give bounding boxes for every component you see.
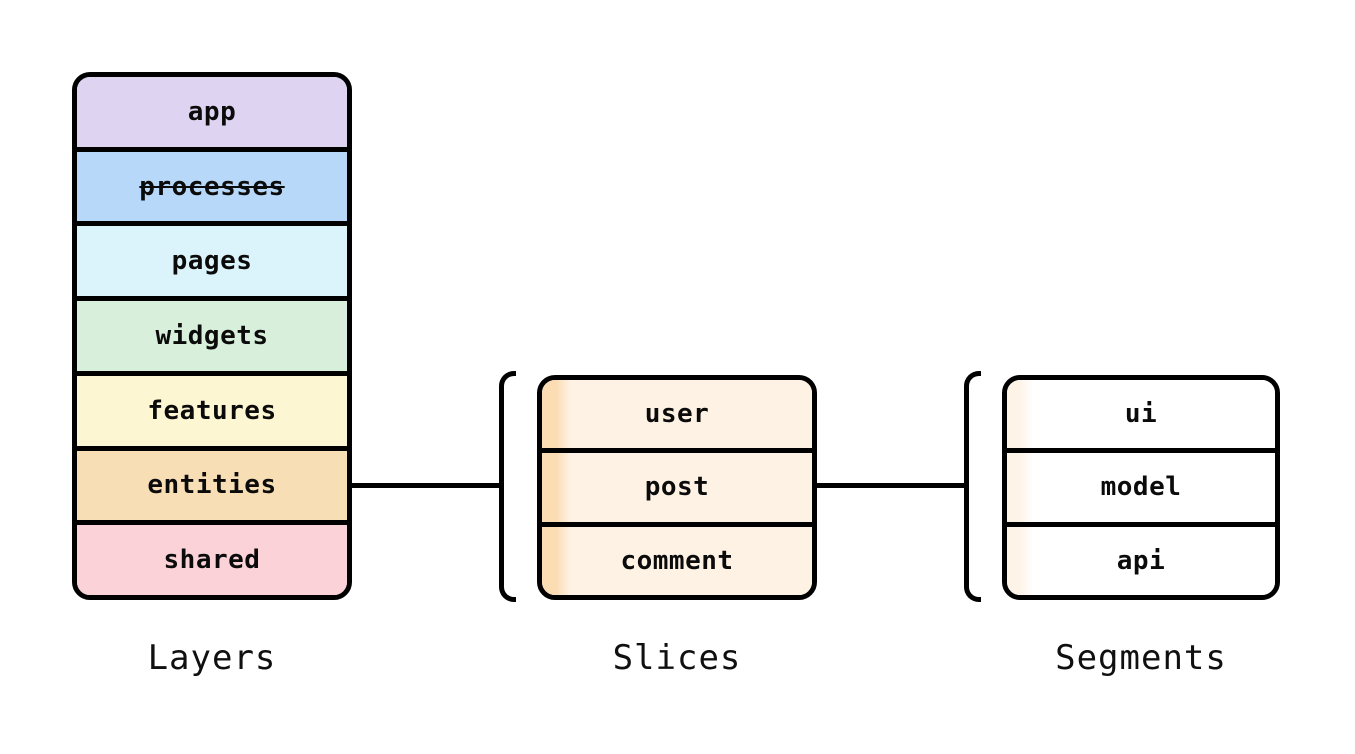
slice-label-comment: comment (620, 545, 734, 576)
segment-row-api: api (1007, 526, 1275, 595)
layer-label-shared: shared (163, 545, 261, 576)
slices-stack: user post comment (537, 375, 817, 600)
layer-row-features: features (77, 375, 347, 451)
layers-stack: app processes pages widgets features ent… (72, 72, 352, 600)
slice-label-post: post (644, 472, 710, 503)
connector-slices-to-segments (815, 483, 967, 488)
segments-stack: ui model api (1002, 375, 1280, 600)
layer-row-entities: entities (77, 450, 347, 526)
layer-row-pages: pages (77, 226, 347, 302)
slice-row-comment: comment (542, 526, 812, 595)
slice-row-post: post (542, 453, 812, 527)
slices-bracket (499, 371, 516, 602)
segment-label-ui: ui (1124, 399, 1158, 430)
segment-label-model: model (1100, 472, 1182, 503)
layer-label-entities: entities (147, 470, 277, 501)
layer-label-pages: pages (171, 246, 253, 277)
slice-label-user: user (644, 399, 710, 430)
segment-label-api: api (1116, 545, 1166, 576)
layer-label-app: app (187, 96, 237, 127)
layers-caption: Layers (147, 638, 277, 678)
segment-row-model: model (1007, 453, 1275, 527)
layer-row-widgets: widgets (77, 301, 347, 376)
slices-caption: Slices (612, 638, 742, 678)
layer-row-shared: shared (77, 525, 347, 595)
segments-bracket (964, 371, 981, 602)
connector-layers-to-slices (350, 483, 502, 488)
slice-row-user: user (542, 380, 812, 454)
layer-row-processes: processes (77, 151, 347, 227)
layer-label-features: features (147, 395, 277, 426)
layer-row-app: app (77, 77, 347, 152)
layer-label-processes: processes (139, 171, 285, 202)
segment-row-ui: ui (1007, 380, 1275, 454)
segments-caption: Segments (1055, 638, 1227, 678)
layer-label-widgets: widgets (155, 321, 269, 352)
